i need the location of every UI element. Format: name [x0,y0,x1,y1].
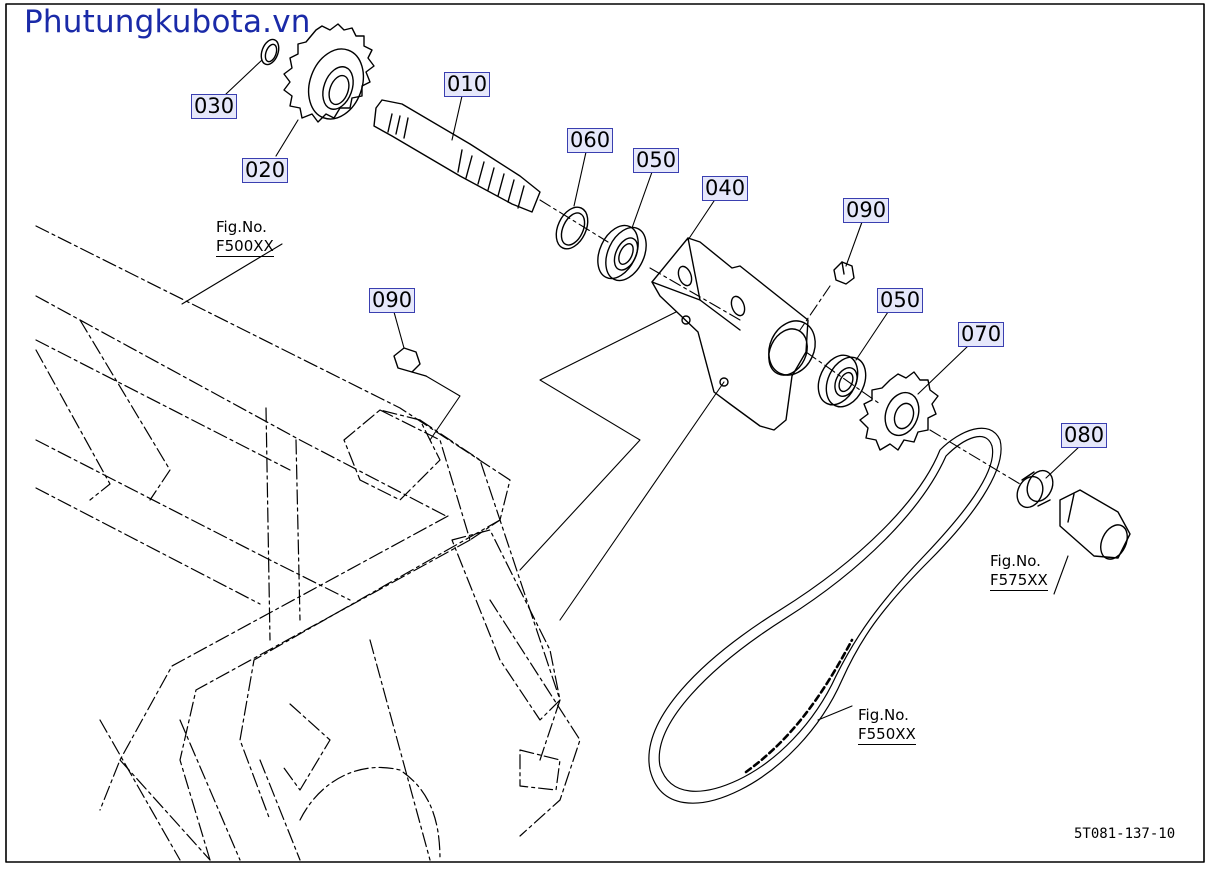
callout-020[interactable]: 020 [242,158,289,183]
shaft-010 [373,99,541,213]
figure-ref-label: Fig.No. [216,218,267,236]
bearing-050-upper [597,224,647,282]
bolt-090-right [833,261,855,285]
bracket-040 [651,237,816,431]
callout-070[interactable]: 070 [958,322,1005,347]
snap-ring-060 [555,206,589,250]
figure-ref-f500[interactable]: Fig.No. F500XX [216,218,274,257]
drawing-code: 5T081-137-10 [1074,826,1176,842]
callout-050-lower[interactable]: 050 [877,288,924,313]
callout-080[interactable]: 080 [1061,423,1108,448]
figure-ref-f575[interactable]: Fig.No. F575XX [990,552,1048,591]
collar-080 [1016,469,1054,509]
frame-f500 [35,225,581,861]
shaft-end-f575 [1059,489,1131,560]
callout-040[interactable]: 040 [702,176,749,201]
chain-f550 [648,427,1002,804]
callout-030[interactable]: 030 [191,94,238,119]
drawing-border [5,3,1205,863]
figure-ref-code: F500XX [216,237,274,257]
figure-ref-label: Fig.No. [858,706,909,724]
callout-090-right[interactable]: 090 [843,198,890,223]
callout-010[interactable]: 010 [444,72,491,97]
bolt-090-left [393,347,427,377]
callout-090-left[interactable]: 090 [369,288,416,313]
sprocket-020 [283,23,375,123]
figure-ref-code: F575XX [990,571,1048,591]
callout-060[interactable]: 060 [567,128,614,153]
sprocket-070 [859,371,939,451]
figure-ref-code: F550XX [858,725,916,745]
circlip-030 [260,38,280,66]
watermark: Phutungkubota.vn [24,4,311,40]
leader-lines [181,59,1081,721]
figure-ref-f550[interactable]: Fig.No. F550XX [858,706,916,745]
figure-ref-label: Fig.No. [990,552,1041,570]
callout-050-upper[interactable]: 050 [633,148,680,173]
